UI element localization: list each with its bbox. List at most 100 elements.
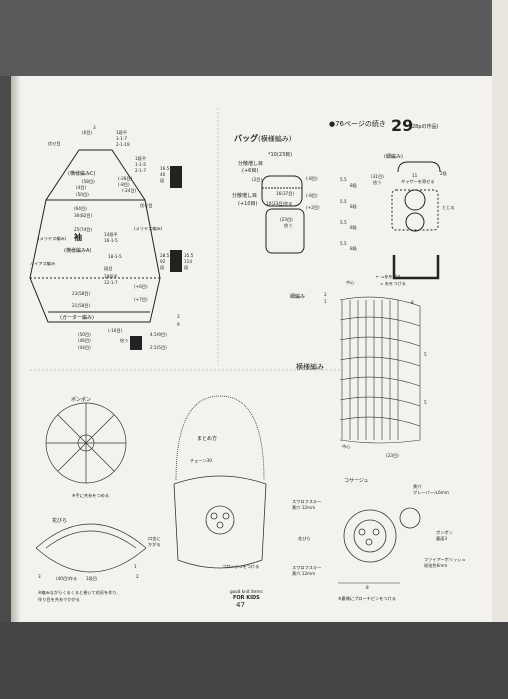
sw-row4: 1-1-5 (135, 162, 146, 167)
sw-row9: 16-1-5 (104, 238, 118, 243)
sw-plus7: (+7目) (134, 297, 148, 303)
fine-close: とじる (442, 205, 455, 210)
fine-two-rows: 2段 (440, 170, 448, 177)
sw-sleeve-a: (横様編みA) (64, 247, 91, 254)
pompon-note: ※手に共糸をつめる (72, 492, 109, 499)
sw-rt5: 92 (160, 259, 166, 264)
sw-row2: 1-1-7 (116, 136, 127, 141)
scan-background-bottom (0, 622, 508, 699)
petal-note2: 作り目を共糸でかがる (38, 596, 80, 603)
sw-rt1: 16.5 (160, 166, 170, 171)
sw-rt3: 段 (160, 177, 165, 184)
fine-rows: (31目) (371, 174, 384, 180)
sw-row8: 14段平 (104, 231, 118, 238)
chart-pattern: 横様編み (296, 362, 324, 371)
sw-w4: (64目) (74, 206, 87, 212)
fine-r8c: 8段 (350, 224, 358, 231)
bag-m16: 16(37目) (276, 191, 294, 197)
corsage-note: ※裏側にブローチピンをつける (338, 595, 396, 602)
chart-num5a: 5 (424, 352, 427, 357)
corsage-finial: ファイアーポリッシュ (424, 556, 466, 563)
sw-row10: 段目 (104, 265, 112, 272)
sw-garter: (ガーター編み) (60, 314, 94, 321)
sw-side-label: 伏せ目 (48, 140, 61, 147)
petal-note1: ※編みながらくるくると巻いて花形を作り、 (38, 589, 121, 596)
frame-diagram (391, 161, 441, 280)
fine-h3: 5.5 (340, 220, 347, 225)
sw-nine: 9 (177, 322, 180, 327)
corsage-swarovski1b: 黄穴 12mm (292, 504, 315, 511)
chart-num2: 2 (324, 292, 327, 297)
fine-h4: 5.5 (340, 241, 347, 246)
chart-bottom: (23目) (386, 453, 399, 459)
petal-n2: 2 (136, 574, 139, 579)
height-markers (130, 166, 182, 350)
sw-dec16: (-16目) (108, 328, 123, 334)
fine-h1: 5.5 (340, 177, 347, 182)
sw-rt8: 114 (184, 259, 192, 264)
bag-dec8b: (-8目) (306, 193, 318, 199)
sw-w7: (50目) (76, 192, 89, 198)
chart-fine: 細編み (290, 293, 305, 300)
sw-side-label-r: 伏せ目 (140, 202, 153, 209)
bag-m10: 10(23目)作る (266, 200, 293, 207)
petal-n1: 1 (134, 564, 137, 569)
corsage-swarovski2: スワロフスキー (292, 565, 321, 570)
sw-row7: 18-1-5 (108, 254, 122, 259)
sw-rt9: 段 (184, 264, 189, 271)
assembly-chain: チェーン30 (190, 458, 212, 464)
sw-w5: 30(82目) (74, 213, 92, 219)
fine-r8b: 8段 (350, 203, 358, 210)
sw-w3: (58目) (82, 179, 95, 185)
sw-w12: (46目) (78, 338, 91, 344)
sw-w10: 21(58目) (72, 303, 90, 309)
sw-w9: 23(58目) (72, 291, 90, 297)
sw-rt4: 28.5 (160, 253, 170, 258)
corsage-swarovski1: スワロフスキー (292, 499, 321, 504)
assembled-bag (173, 395, 267, 569)
chart-center2: 中心 (342, 443, 351, 450)
bag-split-label-2: 分散増し目 (232, 192, 257, 199)
sw-bt1: 4.5(9目) (150, 332, 167, 338)
petal-title: 花びら (52, 517, 67, 524)
corsage-grey-pearl-b: グレーパール6mm (413, 489, 449, 496)
sw-w13: (44目) (78, 345, 91, 351)
chart-num8: 8 (411, 300, 414, 305)
sw-three: 3 (177, 314, 180, 319)
fine-pick: 拾う (373, 179, 381, 186)
sw-row12: 12-1-7 (104, 280, 118, 285)
page-spine-shadow (11, 76, 21, 622)
corsage-pompon-b: 裏面3 (436, 535, 447, 542)
bag-title: バッグ (234, 133, 258, 143)
chart-yarn-cut: ← =糸を切る (376, 273, 401, 280)
petal-diagram (35, 523, 147, 573)
corsage-diagram (343, 507, 421, 563)
sw-meriyas-l: (メリヤス編み) (38, 235, 67, 242)
bag-m23: (23目) (280, 217, 293, 223)
petal-rows: (40目)作る (56, 575, 77, 582)
sw-w8: (4目) (76, 185, 86, 191)
pompon-diagram (45, 402, 127, 484)
pattern-number: 29 (391, 116, 413, 135)
sw-row3: 2-1-19 (116, 142, 130, 147)
sw-plus6: (+6目) (134, 284, 148, 290)
chart-num5b: 5 (424, 400, 427, 405)
corsage-dim: 8 (366, 585, 369, 590)
bag-split-count-2: (+10目) (238, 201, 258, 207)
chart-yarn-join: = 糸をつける (380, 280, 406, 287)
fine-gather: ギャザーを寄せる (401, 178, 435, 185)
bag-split-label-1: 分散増し目 (238, 160, 263, 167)
fine-r8d: 8段 (350, 245, 358, 252)
sw-pick: 拾う (120, 337, 128, 344)
assembly-kuchigane: 口金に (148, 535, 161, 542)
sw-w6: 25(74目) (74, 227, 92, 233)
sw-w2: (6目) (82, 130, 92, 136)
sw-row11: 18段平 (104, 273, 118, 280)
sw-bt2: 2.5(5目) (150, 345, 167, 351)
stitch-chart-grid (339, 296, 421, 444)
corsage-title: コサージュ (344, 478, 369, 484)
fine-r8a: 8段 (350, 182, 358, 189)
sw-rt7: 35.5 (184, 253, 194, 258)
facing-page-edge (492, 0, 508, 699)
sw-w11: (50目) (78, 332, 91, 338)
